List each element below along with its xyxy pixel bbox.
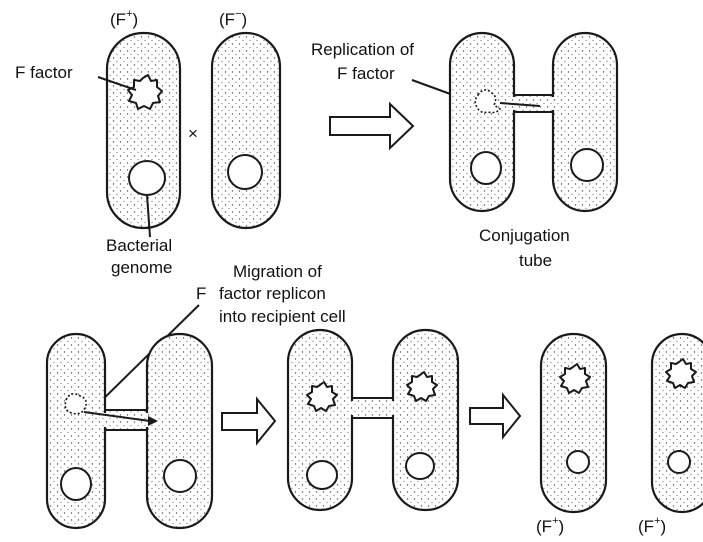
- migrating-recipient: [147, 334, 212, 528]
- replication-label-2: F factor: [337, 64, 395, 83]
- f-factor-label: F factor: [15, 63, 73, 82]
- f-plus-label-result-right: (F+): [638, 515, 666, 536]
- recipient-genome: [228, 155, 262, 189]
- process-arrow-1: [330, 104, 413, 148]
- migration-label-2: factor replicon: [219, 284, 326, 303]
- donor-cell: [107, 33, 180, 228]
- cross-symbol: ×: [188, 124, 198, 143]
- svg-text:(F−): (F−): [219, 8, 247, 29]
- conj-recipient-genome-1: [571, 149, 603, 181]
- migrating-donor-genome: [61, 468, 91, 500]
- result-cell-left: [541, 334, 606, 512]
- conjugating-recipient-1: [553, 33, 617, 211]
- transfer-donor-genome: [307, 461, 337, 489]
- conjugation-label-2: tube: [519, 251, 552, 270]
- bacterial-genome-label-1: Bacterial: [106, 236, 172, 255]
- migrating-f-factor: [65, 394, 86, 414]
- f-plus-label-top: (F+): [110, 8, 138, 29]
- result-left-genome: [567, 451, 589, 473]
- svg-text:(F+): (F+): [110, 8, 138, 29]
- transfer-recipient: [393, 330, 458, 510]
- result-right-genome: [668, 451, 690, 473]
- process-arrow-2: [222, 399, 275, 443]
- f-minus-label-top: (F−): [219, 8, 247, 29]
- migration-label-3: into recipient cell: [219, 307, 346, 326]
- migration-label-f: F: [196, 284, 206, 303]
- svg-text:(F+): (F+): [536, 515, 564, 536]
- transfer-recipient-genome: [406, 453, 434, 479]
- donor-genome: [129, 161, 165, 195]
- migrating-recipient-genome: [164, 460, 196, 492]
- result-cell-right: [652, 334, 703, 512]
- bacterial-genome-label-2: genome: [111, 258, 172, 277]
- svg-text:(F+): (F+): [638, 515, 666, 536]
- recipient-cell: [212, 33, 280, 228]
- replication-label-1: Replication of: [311, 40, 414, 59]
- process-arrow-3: [470, 395, 520, 437]
- migration-label-1: Migration of: [233, 262, 322, 281]
- f-plus-label-result-left: (F+): [536, 515, 564, 536]
- conjugation-label-1: Conjugation: [479, 226, 570, 245]
- conj-donor-genome-1: [471, 152, 501, 184]
